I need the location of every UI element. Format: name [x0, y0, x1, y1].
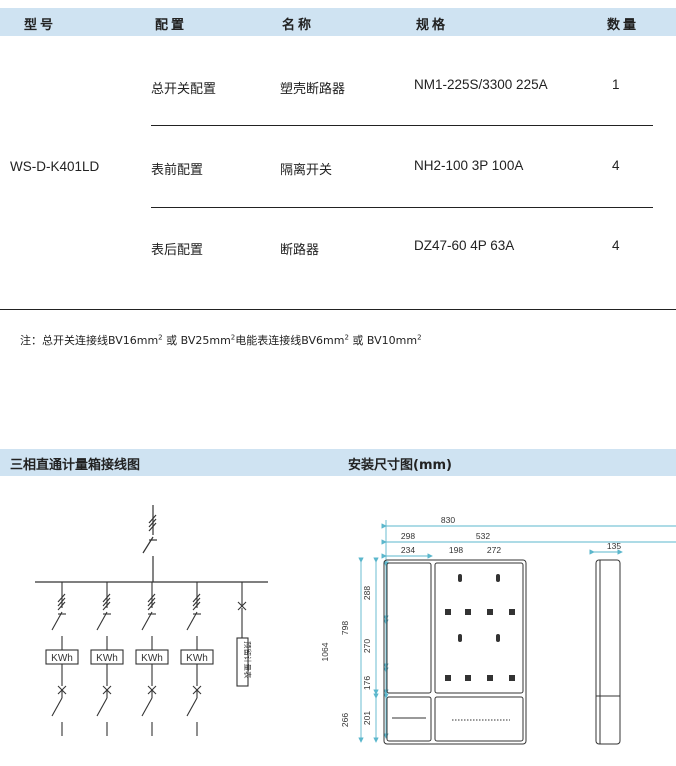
meter-mount-point — [465, 675, 471, 681]
row1-qty: 1 — [612, 77, 620, 92]
dim-left-inner: 234 — [401, 545, 415, 555]
meter-mount-point — [487, 675, 493, 681]
meter-mount-point — [458, 634, 462, 642]
row3-spec: DZ47-60 4P 63A — [414, 238, 515, 253]
table-header: 型号 配置 名称 规格 数量 — [0, 8, 676, 36]
install-dimension-title: 安装尺寸图(mm) — [348, 458, 452, 473]
wiring-diagram: 预留计量表 KWh KWh KWh KWh — [35, 505, 268, 736]
meter-mount-point — [445, 609, 451, 615]
meter-mount-point — [465, 609, 471, 615]
row2-config: 表前配置 — [151, 163, 204, 178]
dim-height-upper: 798 — [340, 621, 350, 635]
kwh-meter-label: KWh — [96, 653, 118, 664]
kwh-meter-label: KWh — [186, 653, 208, 664]
wiring-note: 注：总开关连接线BV16mm2 或 BV25mm2电能表连接线BV6mm2 或 … — [20, 333, 422, 347]
row2-qty: 4 — [612, 158, 620, 173]
row-divider — [151, 207, 653, 208]
installation-drawing: 830 298 532 234 198 272 135 1064 798 266… — [320, 515, 676, 745]
row2-name: 隔离开关 — [280, 163, 333, 178]
dim-seg3: 176 — [362, 676, 372, 690]
dim-left-width: 298 — [401, 531, 415, 541]
header-model: 型号 — [24, 18, 57, 33]
row-divider — [151, 125, 653, 126]
meter-mount-point — [496, 574, 500, 582]
cabinet-side — [595, 559, 621, 745]
row3-name: 断路器 — [280, 243, 320, 258]
meter-mount-point — [509, 609, 515, 615]
header-qty: 数量 — [607, 18, 640, 33]
dim-total-width: 830 — [441, 515, 455, 525]
header-name: 名称 — [282, 18, 315, 33]
row1-spec: NM1-225S/3300 225A — [414, 77, 548, 92]
row3-qty: 4 — [612, 238, 620, 253]
row1-config: 总开关配置 — [151, 82, 217, 97]
kwh-meter-label: KWh — [51, 653, 73, 664]
meter-mount-point — [445, 675, 451, 681]
dim-height-lower: 266 — [340, 713, 350, 727]
cabinet-front — [383, 559, 527, 745]
dim-seg4: 201 — [362, 711, 372, 725]
header-config: 配置 — [155, 18, 188, 33]
table-bottom-rule — [0, 309, 676, 310]
reserve-meter-label: 预留计量表 — [243, 641, 253, 679]
meter-mount-point — [487, 609, 493, 615]
dim-seg2: 270 — [362, 639, 372, 653]
row3-config: 表后配置 — [151, 243, 204, 258]
meter-mount-point — [509, 675, 515, 681]
dim-depth: 135 — [607, 541, 621, 551]
row2-spec: NH2-100 3P 100A — [414, 158, 524, 173]
kwh-meter-label: KWh — [141, 653, 163, 664]
dim-right-a: 198 — [449, 545, 463, 555]
section-bar: 三相直通计量箱接线图 安装尺寸图(mm) — [0, 449, 676, 476]
header-spec: 规格 — [416, 18, 449, 33]
meter-mount-point — [496, 634, 500, 642]
meter-mount-point — [458, 574, 462, 582]
dim-right-width: 532 — [476, 531, 490, 541]
dim-right-b: 272 — [487, 545, 501, 555]
row1-name: 塑壳断路器 — [280, 82, 346, 97]
dim-height-total: 1064 — [320, 642, 330, 661]
wiring-diagram-title: 三相直通计量箱接线图 — [10, 458, 141, 473]
dim-seg1: 288 — [362, 586, 372, 600]
model-cell: WS-D-K401LD — [10, 159, 100, 174]
